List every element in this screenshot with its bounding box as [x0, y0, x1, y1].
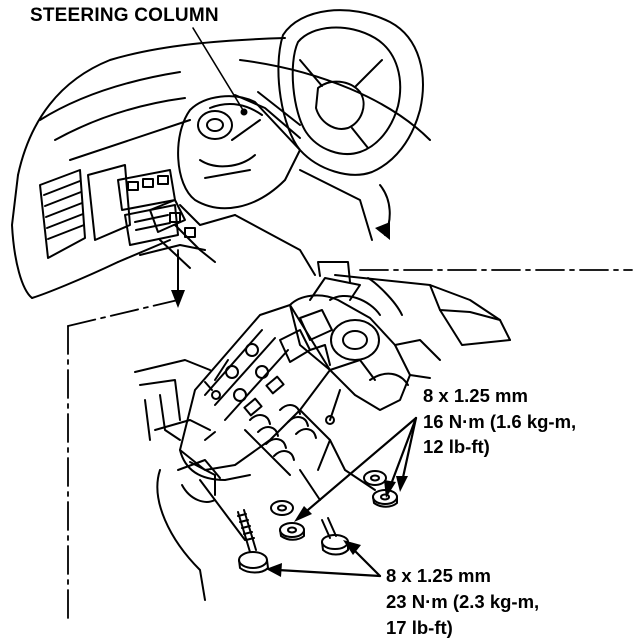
- nut-upper: [325, 389, 341, 425]
- upper-spec-torque: 16 N·m (1.6 kg-m,: [423, 411, 577, 432]
- bolt-lower-right: [321, 517, 349, 556]
- upper-spec-leaders: [294, 416, 418, 522]
- lower-spec-leaders: [266, 540, 382, 578]
- lower-spec-size: 8 x 1.25 mm: [386, 565, 491, 586]
- bolt-lower-left: [237, 509, 269, 574]
- dashboard-illustration: [11, 37, 431, 299]
- zoom-arrowhead-left: [171, 290, 185, 308]
- title-leader: [192, 27, 248, 116]
- steering-column-upper: [149, 9, 424, 269]
- upper-spec-torque-cont: 12 lb-ft): [423, 436, 490, 457]
- zoom-arrowhead-right: [375, 222, 390, 240]
- upper-spec-size: 8 x 1.25 mm: [423, 385, 528, 406]
- title-label: STEERING COLUMN: [30, 5, 219, 26]
- lower-spec-torque: 23 N·m (2.3 kg-m,: [386, 591, 540, 612]
- lower-spec-torque-cont: 17 lb-ft): [386, 617, 453, 638]
- nut-center: [270, 500, 305, 541]
- steering-column-detail: [134, 261, 511, 601]
- fasteners: [237, 389, 398, 574]
- callout-frame: [67, 249, 633, 621]
- nut-right: [363, 470, 398, 508]
- air-vent: [39, 169, 86, 259]
